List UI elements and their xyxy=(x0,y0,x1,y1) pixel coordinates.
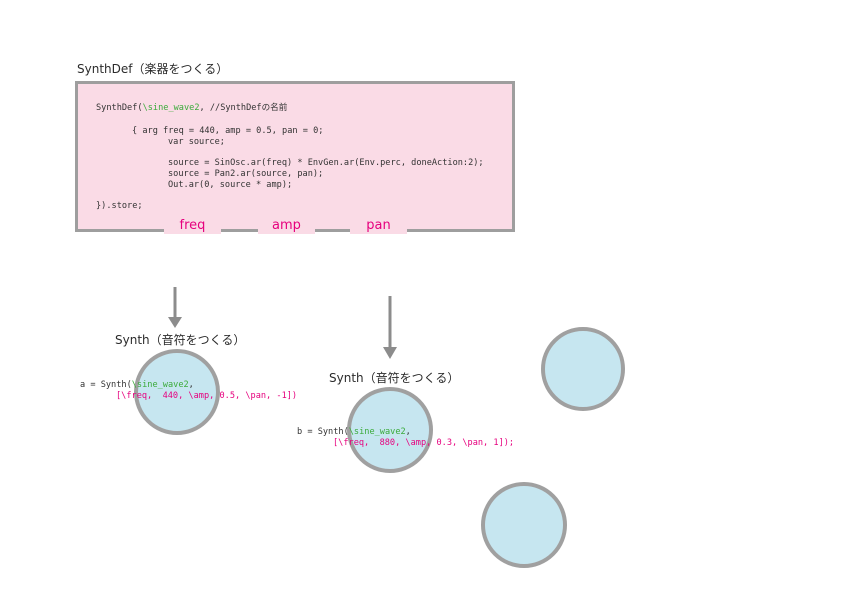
param-tab-pan: pan xyxy=(350,218,407,234)
sound-node-circle xyxy=(481,482,567,568)
synth-b-def-name: \sine_wave2 xyxy=(348,427,406,437)
synthdef-code-line-2: { arg freq = 440, amp = 0.5, pan = 0; xyxy=(132,126,324,136)
code-text: SynthDef( xyxy=(96,103,143,113)
code-text: b = Synth( xyxy=(297,427,349,437)
synthdef-code-box xyxy=(75,81,515,232)
synth-b-heading: Synth（音符をつくる） xyxy=(329,371,460,385)
synthdef-heading: SynthDef（楽器をつくる） xyxy=(77,62,229,76)
arrow-down-icon xyxy=(168,287,182,328)
param-tab-amp: amp xyxy=(258,218,315,234)
code-text: a = Synth( xyxy=(80,380,132,390)
synthdef-name: \sine_wave2 xyxy=(142,103,200,113)
synth-node-b-circle xyxy=(347,387,433,473)
code-text: , xyxy=(405,427,411,437)
param-tab-freq: freq xyxy=(164,218,221,234)
synthdef-code-line-7: }).store; xyxy=(96,201,143,211)
arrow-down-icon xyxy=(383,296,397,359)
synthdef-code-line-3: var source; xyxy=(168,137,225,147)
synth-b-code-line-1: b = Synth(\sine_wave2, xyxy=(297,427,411,438)
synth-node-a-circle xyxy=(134,349,220,435)
synth-b-args: [\freq, 880, \amp, 0.3, \pan, 1]); xyxy=(333,438,515,448)
synthdef-code-line-6: Out.ar(0, source * amp); xyxy=(168,180,293,190)
synthdef-code-line-1: SynthDef(\sine_wave2, //SynthDefの名前 xyxy=(96,103,287,114)
synthdef-code-line-5: source = Pan2.ar(source, pan); xyxy=(168,169,324,179)
code-comment: , //SynthDefの名前 xyxy=(199,103,288,113)
sound-node-circle xyxy=(541,327,625,411)
synth-a-args: [\freq, 440, \amp, 0.5, \pan, -1]) xyxy=(116,391,298,401)
synth-a-def-name: \sine_wave2 xyxy=(131,380,189,390)
synth-a-code-line-1: a = Synth(\sine_wave2, xyxy=(80,380,194,391)
synthdef-code-line-4: source = SinOsc.ar(freq) * EnvGen.ar(Env… xyxy=(168,158,484,168)
code-text: , xyxy=(188,380,194,390)
synth-a-heading: Synth（音符をつくる） xyxy=(115,333,246,347)
